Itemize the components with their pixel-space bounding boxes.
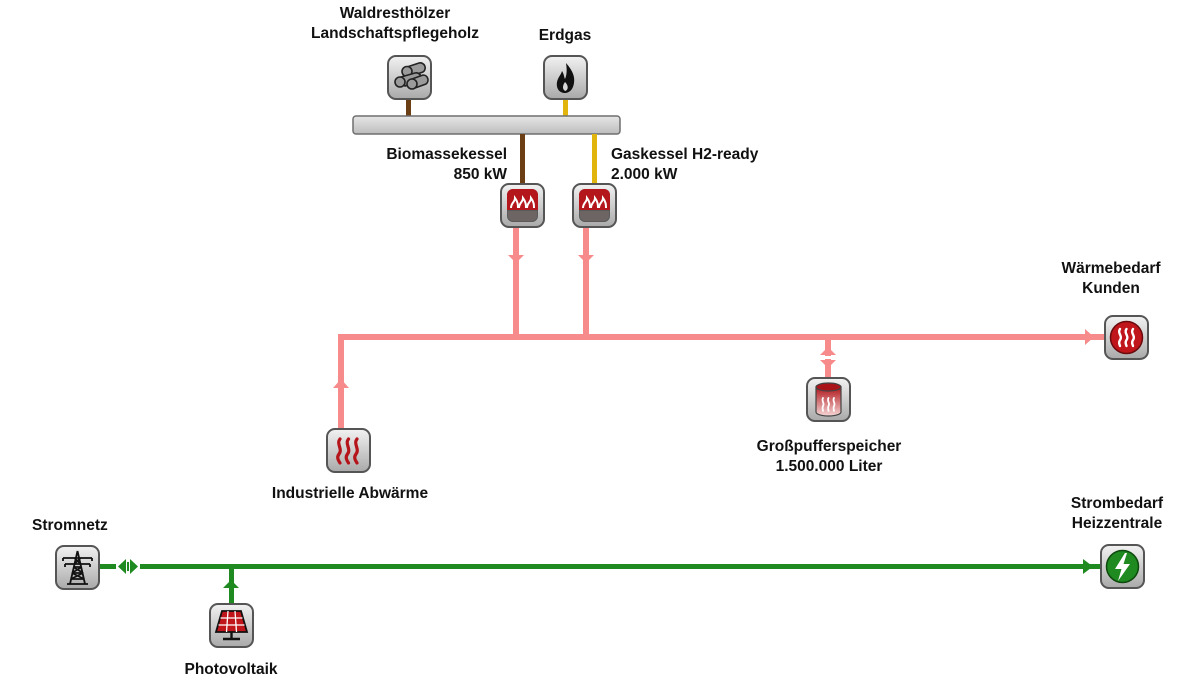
- gas-feed-line: [563, 100, 568, 117]
- storage-flow-arrow-down: [820, 360, 836, 368]
- gas-boiler-feed-line: [592, 134, 597, 184]
- heat-network: [333, 228, 1104, 429]
- heat-demand-flow-arrow: [1085, 329, 1094, 345]
- storage-label: Großpufferspeicher 1.500.000 Liter: [756, 438, 902, 475]
- biomass-feed-line: [520, 134, 525, 184]
- gas-heat-line: [583, 228, 589, 340]
- biomass-heat-line: [513, 228, 519, 340]
- solar-panel-icon[interactable]: [209, 603, 254, 648]
- industrial-heat-label: Industrielle Abwärme: [271, 485, 429, 502]
- wood-logs-icon[interactable]: [387, 55, 432, 100]
- flame-icon[interactable]: [543, 55, 588, 100]
- lightning-icon[interactable]: [1100, 544, 1145, 589]
- power-grid-label: Stromnetz: [32, 517, 108, 534]
- power-main-line: [100, 564, 1090, 569]
- storage-flow-arrow-up: [820, 347, 836, 355]
- gas-boiler-icon[interactable]: [572, 183, 617, 228]
- storage-tank-icon[interactable]: [806, 377, 851, 422]
- gas-boiler-label: Gaskessel H2-ready 2.000 kW: [611, 146, 759, 183]
- heat-demand-label: Wärmebedarf Kunden: [1061, 260, 1161, 297]
- power-demand-flow-arrow: [1083, 559, 1093, 574]
- wood-fuel-label: Waldresthölzer Landschaftspflegeholz: [311, 5, 479, 42]
- pv-label: Photovoltaik: [184, 661, 278, 678]
- gas-fuel-label: Erdgas: [538, 27, 592, 44]
- heat-demand-icon[interactable]: [1104, 315, 1149, 360]
- waste-heat-icon[interactable]: [326, 428, 371, 473]
- gas-flow-arrow: [578, 255, 594, 263]
- biomass-boiler-icon[interactable]: [500, 183, 545, 228]
- heat-demand-stub: [1092, 334, 1104, 340]
- heat-main-line: [338, 334, 1092, 340]
- biomass-flow-arrow: [508, 255, 524, 263]
- fuel-busbar: [352, 115, 621, 135]
- power-demand-label: Strombedarf Heizzentrale: [1070, 495, 1164, 532]
- power-pylon-icon[interactable]: [55, 545, 100, 590]
- industrial-flow-arrow: [333, 379, 349, 388]
- grid-bidirectional-arrow: [116, 559, 140, 574]
- pv-flow-arrow: [223, 580, 239, 588]
- biomass-boiler-label: Biomassekessel 850 kW: [386, 146, 507, 183]
- power-network: [100, 559, 1102, 604]
- wood-feed-line: [406, 100, 411, 117]
